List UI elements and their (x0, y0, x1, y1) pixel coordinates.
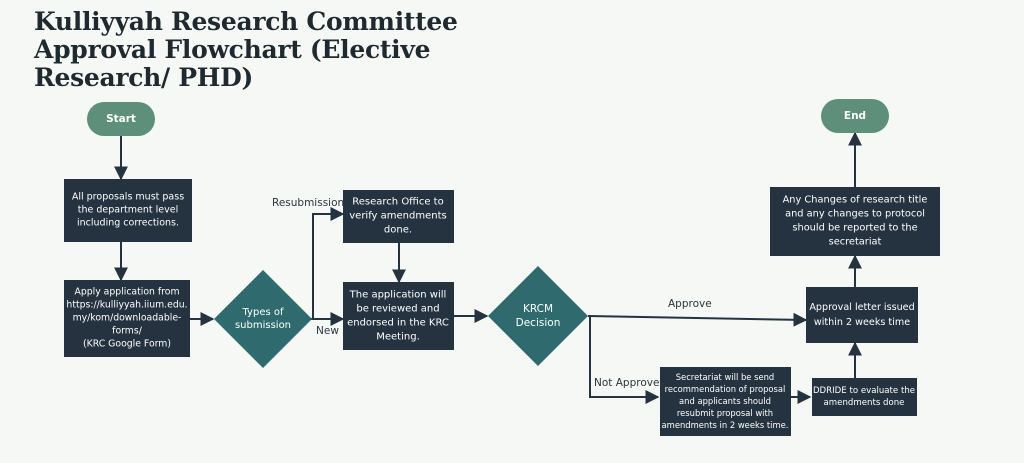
verify-amendments-box (343, 190, 454, 243)
letter-line: within 2 weeks time (814, 317, 910, 328)
verify-line: verify amendments (349, 211, 446, 222)
edge-decision-to-letter (587, 312, 808, 327)
ddride-line: DDRIDE to evaluate the (813, 386, 915, 396)
pass-line: All proposals must pass (72, 192, 184, 203)
end-line: End (844, 110, 866, 122)
changes-line: secretariat (829, 237, 882, 248)
krcm-decision-diamond (488, 266, 588, 366)
verify-line: done. (384, 225, 412, 236)
apply-application-box (64, 280, 190, 357)
flowchart-title: Kulliyyah Research Committee Approval Fl… (34, 7, 458, 92)
types-line: Types of (242, 307, 284, 318)
changes-line: Any Changes of research title (783, 195, 928, 206)
letter-line: Approval letter issued (809, 302, 914, 313)
verify-line: Research Office to (352, 197, 443, 208)
secretariat-box (660, 367, 791, 436)
apply-line: forms/ (112, 326, 143, 337)
changes-report-box (770, 187, 940, 256)
apply-line: https://kulliyyah.iium.edu. (66, 300, 187, 311)
apply-line: (KRC Google Form) (83, 339, 171, 350)
edge-decision-to-secretariat (588, 315, 660, 404)
krcm-decision-text: KRCM Decision (516, 303, 561, 329)
review-endorse-box (343, 282, 454, 350)
secretariat-line: amendments in 2 weeks time. (662, 420, 789, 430)
verify-amendments-text: Research Office to verify amendments done. (349, 197, 446, 236)
edge-label-approve: Approve (668, 298, 712, 310)
secretariat-text: Secretariat will be send recommendation o… (662, 372, 789, 430)
start-node (87, 102, 155, 136)
edge-label-resubmission: Resubmission (272, 197, 344, 209)
review-endorse-text: The application will be reviewed and endor… (347, 290, 449, 343)
review-line: endorsed in the KRC (347, 318, 449, 329)
secretariat-line: Secretariat will be send (676, 372, 775, 382)
pass-line: the department level (78, 205, 178, 216)
approval-letter-text: Approval letter issued within 2 weeks tim… (809, 302, 914, 328)
types-of-submission-text: Types of submission (235, 307, 291, 331)
types-of-submission-diamond (214, 270, 312, 368)
edge-label-new: New (316, 325, 339, 337)
ddride-box (812, 378, 917, 416)
end-label: End (844, 110, 866, 122)
start-line: Start (106, 113, 136, 125)
apply-application-text: Apply application from https://kulliyyah.… (66, 287, 187, 350)
review-line: Meeting. (376, 332, 420, 343)
decision-line: Decision (516, 317, 561, 329)
types-line: submission (235, 320, 291, 331)
ddride-line: amendments done (824, 398, 905, 408)
changes-report-text: Any Changes of research title and any cha… (783, 195, 928, 248)
apply-line: Apply application from (74, 287, 179, 298)
ddride-text: DDRIDE to evaluate the amendments done (813, 386, 915, 408)
start-label: Start (106, 113, 136, 125)
pass-department-box (64, 179, 192, 242)
secretariat-line: resubmit proposal with (677, 408, 773, 418)
end-node (821, 99, 889, 133)
secretariat-line: recommendation of proposal (665, 384, 786, 394)
secretariat-line: and applicants should (679, 396, 771, 406)
approval-letter-box (806, 287, 918, 343)
changes-line: and any changes to protocol (785, 209, 925, 220)
review-line: be reviewed and (356, 304, 439, 315)
apply-line: my/kom/downloadable- (73, 313, 182, 324)
pass-department-text: All proposals must pass the department le… (72, 192, 184, 229)
decision-line: KRCM (523, 303, 553, 315)
pass-line: including corrections. (77, 218, 179, 229)
changes-line: should be reported to the (792, 223, 917, 234)
edge-label-not-approve: Not Approve (594, 377, 659, 389)
connectors (114, 131, 862, 404)
edge-types-to-verify (311, 207, 345, 320)
review-line: The application will (349, 290, 447, 301)
